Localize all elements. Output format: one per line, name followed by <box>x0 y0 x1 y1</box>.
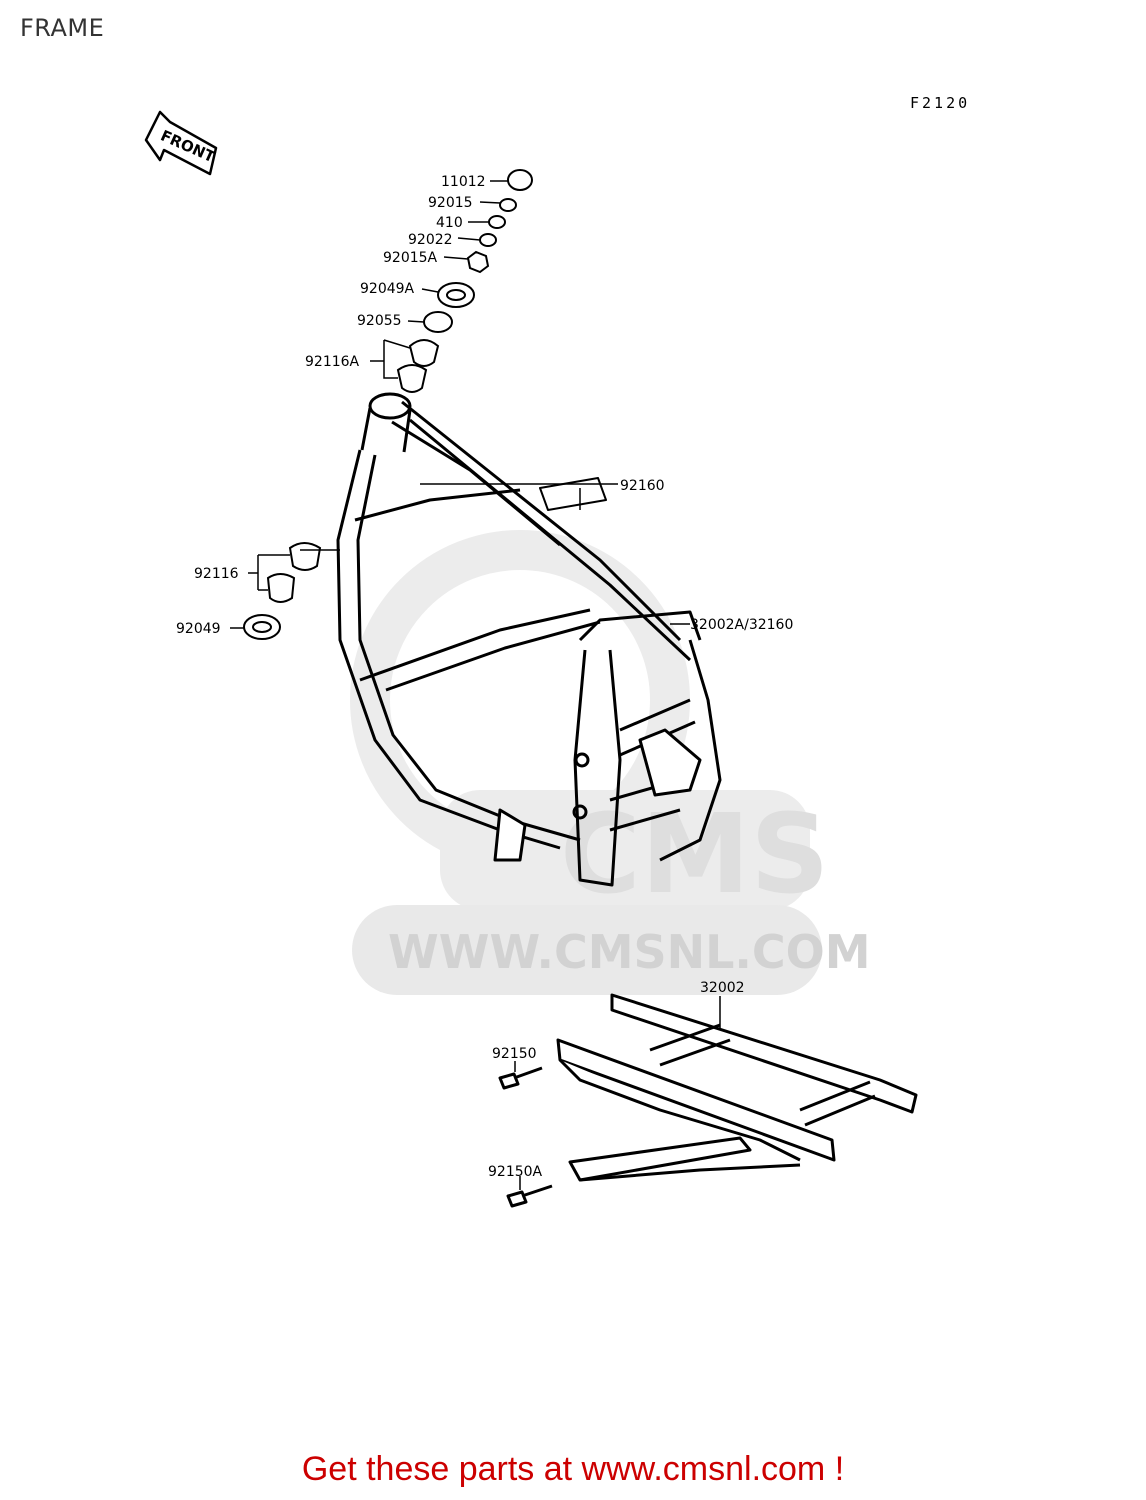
part-label-92049: 92049 <box>176 621 221 637</box>
part-label-92116a: 92116A <box>305 354 360 370</box>
part-label-11012: 11012 <box>441 174 486 190</box>
decal-92160-icon <box>539 477 607 511</box>
race-92116a-top-icon <box>408 339 440 367</box>
front-arrow-icon: FRONT <box>144 110 218 176</box>
sub-frame-32002 <box>498 993 918 1208</box>
cms-watermark: CMS WWW.CMSNL.COM <box>350 530 871 995</box>
leader-lines <box>230 180 721 1190</box>
part-label-92022: 92022 <box>408 232 453 248</box>
race-92116-icon <box>288 542 322 571</box>
seal-92055-icon <box>423 311 453 333</box>
washer-410-icon <box>488 215 506 229</box>
watermark-url: WWW.CMSNL.COM <box>388 925 871 979</box>
cap-11012-icon <box>507 169 533 191</box>
bearing-92116-icon <box>266 573 296 603</box>
watermark-logo: CMS <box>560 790 829 918</box>
part-label-92015a: 92015A <box>383 250 438 266</box>
nut-92015a-icon <box>466 250 490 274</box>
steering-stem-parts <box>243 169 533 640</box>
page-title: FRAME <box>20 14 105 42</box>
exploded-parts-diagram: CMS WWW.CMSNL.COM FRONT <box>144 110 918 1208</box>
diagram-code: F2120 <box>910 94 971 112</box>
part-label-410: 410 <box>436 215 463 231</box>
part-label-92150a: 92150A <box>488 1164 543 1180</box>
part-label-92160: 92160 <box>620 478 665 494</box>
part-label-92015: 92015 <box>428 195 473 211</box>
race-92116a-bottom-icon <box>396 364 428 393</box>
part-label-92049a: 92049A <box>360 281 415 297</box>
nut-92015-icon <box>499 198 517 212</box>
footer-parts-link[interactable]: Get these parts at www.cmsnl.com ! <box>301 1450 845 1488</box>
bolt-92150-icon <box>498 1066 543 1090</box>
part-label-92150: 92150 <box>492 1046 537 1062</box>
part-label-92055: 92055 <box>357 313 402 329</box>
part-label-92116: 92116 <box>194 566 239 582</box>
main-frame-32002a <box>336 392 722 887</box>
part-label-32002a-32160: 32002A/32160 <box>690 617 793 633</box>
part-label-32002: 32002 <box>700 980 745 996</box>
bolt-92150a-icon <box>506 1184 553 1208</box>
washer-92022-icon <box>479 233 497 247</box>
part-labels: 11012 92015 410 92022 92015A 92049A 9205… <box>176 174 793 1180</box>
